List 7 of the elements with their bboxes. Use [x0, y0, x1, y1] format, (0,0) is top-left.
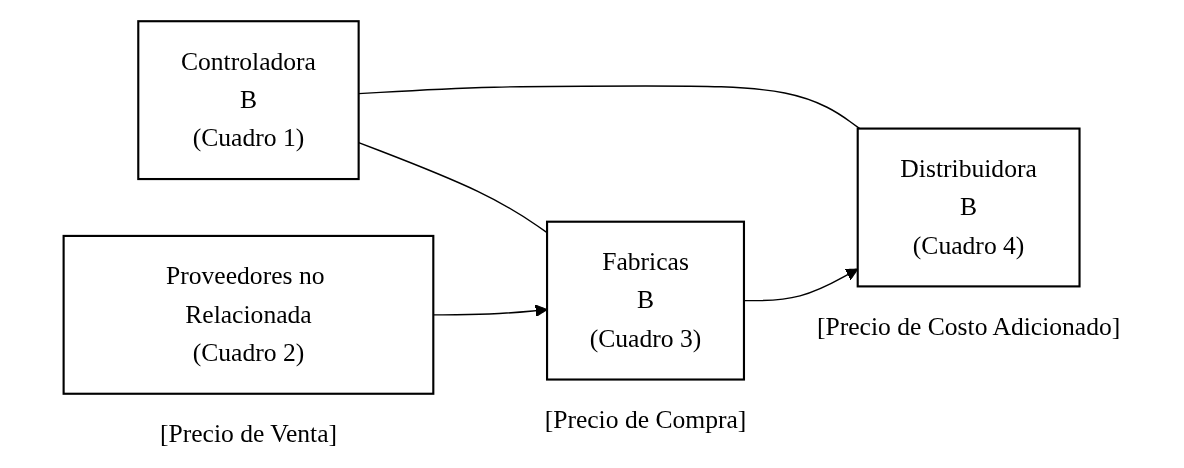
node-box: Fabricas B (Cuadro 3) [546, 220, 746, 381]
price-caption: [Precio de Costo Adicionado] [816, 311, 1121, 341]
node-box: Controladora B (Cuadro 1) [137, 19, 360, 180]
node-box: Proveedores no Relacionada (Cuadro 2) [62, 234, 435, 395]
node-box: Distribuidora B (Cuadro 4) [856, 127, 1081, 287]
price-caption: [Precio de Venta] [159, 418, 337, 448]
price-caption: [Precio de Compra] [544, 404, 747, 434]
